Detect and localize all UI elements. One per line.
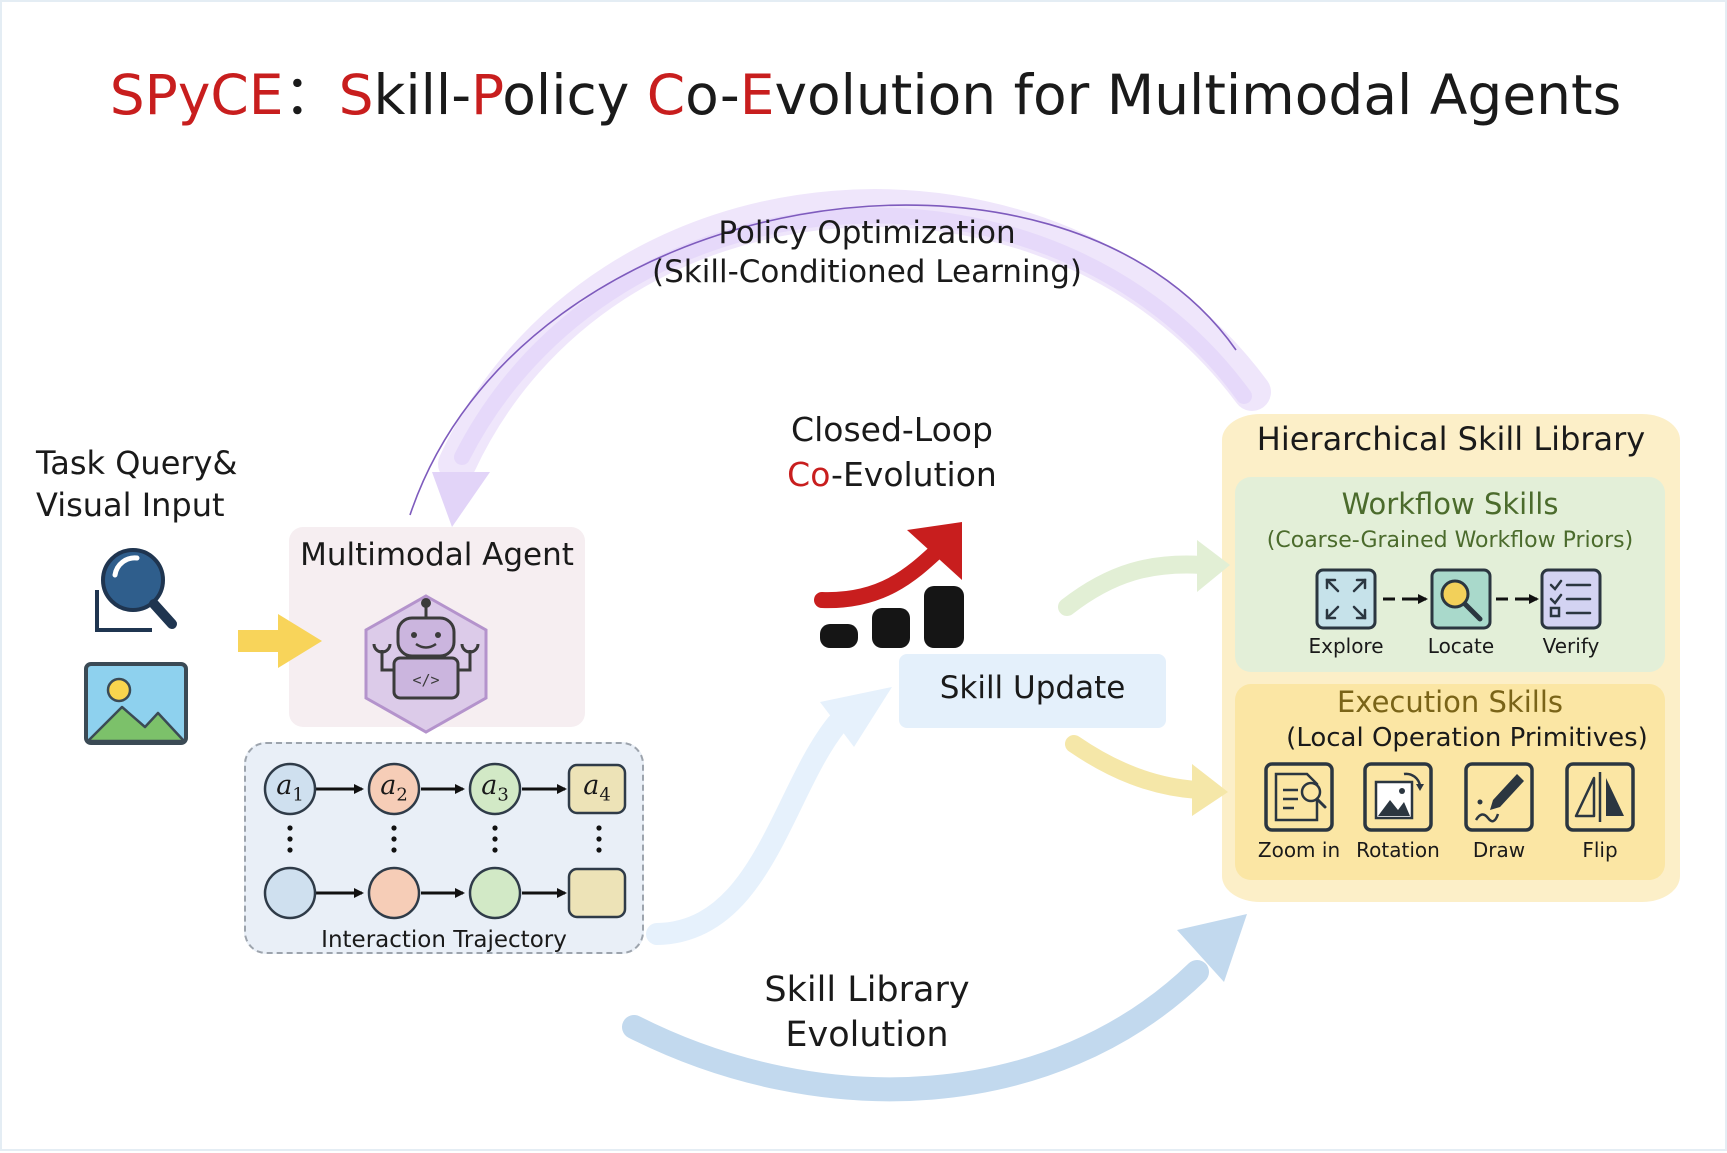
skill-library-evolution-line1: Skill Library [764,970,970,1010]
title-initial-e: E [739,63,775,127]
skill-library-evolution-arrow [622,914,1247,1102]
skill-update-box [899,654,1166,728]
title-initial-p: P [471,63,503,127]
expand-arrows-icon [1315,568,1377,630]
search-icon [95,548,177,632]
title-acronym: SPyCE [109,63,284,127]
node-label-a2: a2 [380,770,408,806]
policy-optimization-line2: (Skill-Conditioned Learning) [652,254,1082,290]
execution-skill-draw-label: Draw [1472,838,1526,862]
title-separator: ： [283,63,339,127]
title-word-policy: olicy [502,63,647,127]
workflow-skills-title: Workflow Skills [1341,487,1559,521]
update-to-execution-arrow [1065,735,1228,816]
input-label-line1: Task Query& [36,444,238,482]
node-label-a3: a3 [481,770,509,806]
execution-skills-title: Execution Skills [1336,685,1563,719]
svg-text:</>: </> [412,671,439,689]
growth-chart-icon [814,522,964,648]
closed-loop-label: Closed-Loop Co-Evolution [742,407,1042,497]
title-initial-c: C [646,63,686,127]
pen-draw-icon [1464,762,1534,832]
skill-library-evolution-line2: Evolution [785,1015,949,1055]
skill-update-label: Skill Update [939,670,1126,706]
workflow-skill-locate-label: Locate [1427,634,1495,658]
robot-icon: </> [364,594,488,734]
execution-skill-flip-label: Flip [1582,838,1618,862]
checklist-icon [1540,568,1602,630]
execution-skill-rotation-label: Rotation [1356,838,1440,862]
skill-library-title: Hierarchical Skill Library [1256,420,1646,458]
zoom-document-icon [1264,762,1334,832]
magnifier-icon [1430,568,1492,630]
trajectory-label: Interaction Trajectory [321,927,567,953]
skill-library-evolution-label: Skill Library Evolution [732,968,1002,1058]
update-to-workflow-arrow [1058,540,1230,616]
diagram-title: SPyCE：Skill-Policy Co-Evolution for Mult… [2,50,1727,130]
closed-loop-line2: Co-Evolution [787,455,997,494]
image-icon [84,662,188,745]
rotate-image-icon [1363,762,1433,832]
title-word-co: o- [685,63,740,127]
trajectory-graph [263,762,627,920]
workflow-skill-verify-label: Verify [1542,634,1600,658]
trajectory-node-a3 [468,762,522,816]
execution-skill-zoom-label: Zoom in [1257,838,1341,862]
agent-label: Multimodal Agent [300,537,574,573]
title-word-evolution: volution for Multimodal Agents [774,63,1622,127]
node-label-a4: a4 [583,770,611,806]
title-initial-s: S [338,63,374,127]
workflow-skills-subtitle: (Coarse-Grained Workflow Priors) [1266,528,1634,553]
input-to-agent-arrow [238,614,322,668]
closed-loop-line1: Closed-Loop [791,410,993,449]
input-label: Task Query& Visual Input [36,442,237,526]
policy-optimization-label: Policy Optimization (Skill-Conditioned L… [602,214,1132,292]
trajectory-node-a2 [367,762,421,816]
trajectory-node-a1 [263,762,317,816]
trajectory-to-update-arrow [646,687,892,945]
workflow-skill-explore-label: Explore [1308,634,1384,658]
title-word-skill: kill- [373,63,472,127]
policy-optimization-line1: Policy Optimization [718,215,1016,251]
input-label-line2: Visual Input [36,486,225,524]
node-label-a1: a1 [276,770,304,806]
flip-icon [1565,762,1635,832]
execution-skills-subtitle: (Local Operation Primitives) [1286,723,1648,753]
policy-optimization-arrow [409,189,1271,527]
trajectory-node-a4 [567,763,627,815]
